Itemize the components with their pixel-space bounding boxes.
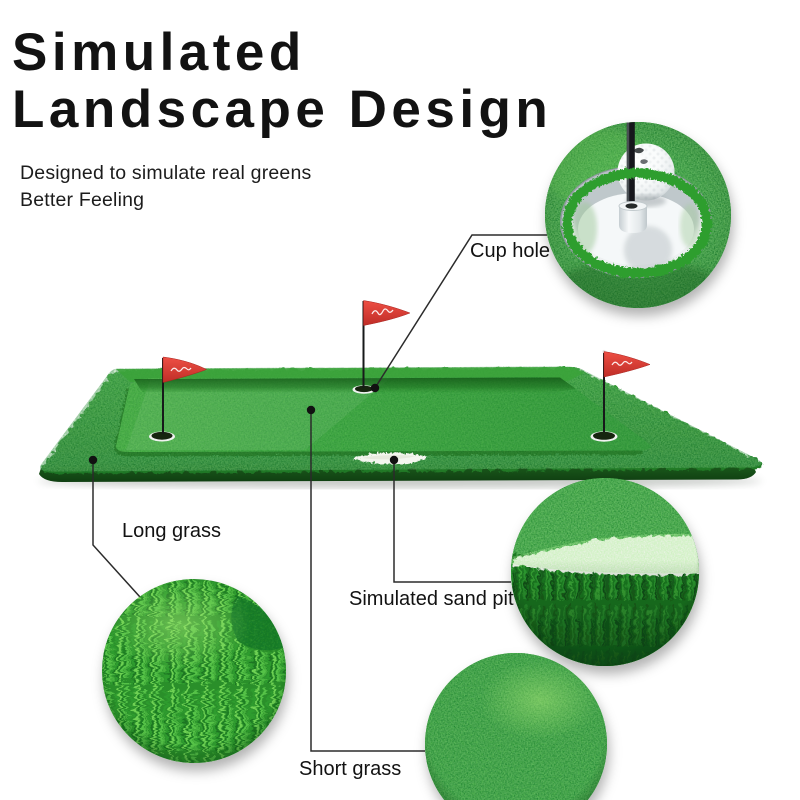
short-grass-inset-circle xyxy=(425,653,607,800)
short-grass-label: Short grass xyxy=(299,758,402,780)
subtitle-line-1: Designed to simulate real greens xyxy=(20,162,312,184)
flag-pennant xyxy=(363,300,411,326)
sand-pit-inset-circle xyxy=(511,478,699,666)
cup-hole-right xyxy=(590,431,618,442)
leader-dots xyxy=(88,383,399,465)
grass-reflection-right xyxy=(680,204,700,248)
page-title: Simulated Landscape Design xyxy=(12,24,552,138)
flag-left xyxy=(162,356,208,434)
cup-hole-inset-circle xyxy=(545,122,731,308)
flag-logo-icon xyxy=(611,360,633,366)
ball-marking xyxy=(640,159,648,164)
leader-lines xyxy=(92,234,547,752)
cup-hole-leader-line xyxy=(374,234,547,389)
pin-holder-hole xyxy=(625,203,638,209)
flag-center xyxy=(362,300,411,388)
vignette xyxy=(425,653,607,800)
flag-pennant xyxy=(603,351,651,378)
pin-pole xyxy=(626,122,635,208)
grass-fringe-overhang xyxy=(561,167,711,277)
short-grass-leader-line xyxy=(310,410,425,752)
long-grass-anchor-dot xyxy=(88,455,98,465)
putting-mat xyxy=(38,300,762,488)
title-line-2: Landscape Design xyxy=(12,80,553,139)
grass-shade xyxy=(550,260,726,308)
pin-pole-highlight xyxy=(626,122,630,208)
short-grass-anchor-dot xyxy=(306,405,316,415)
sand-pit-leader-line xyxy=(393,460,511,583)
vignette xyxy=(102,579,286,763)
long-grass-inset-circle xyxy=(102,579,286,763)
long-grass-leader-line xyxy=(92,460,141,598)
grass-reflection-left xyxy=(573,202,597,254)
subtitle-line-2: Better Feeling xyxy=(20,189,145,211)
sand-pit-shading xyxy=(362,455,416,460)
cup-hole-anchor-dot xyxy=(370,383,380,393)
flag-logo-icon xyxy=(170,366,192,372)
ball-reflection xyxy=(624,226,672,274)
pin-holder xyxy=(619,206,647,233)
surface-sheen xyxy=(126,378,390,450)
flag-right xyxy=(602,349,651,432)
flag-pennant xyxy=(162,356,208,383)
vignette xyxy=(511,478,699,666)
flag-logo-icon xyxy=(371,308,394,316)
cup-hole-label: Cup hole xyxy=(470,240,551,262)
title-line-1: Simulated xyxy=(12,23,306,82)
ball-marking xyxy=(634,147,644,154)
long-grass-label: Long grass xyxy=(122,520,221,542)
sand-pit-anchor-dot xyxy=(389,455,399,465)
sand-pit-label: Simulated sand pit xyxy=(349,588,514,610)
cup-hole-center xyxy=(352,385,376,394)
back-ridge-shadow xyxy=(134,377,576,393)
cup-hole-left xyxy=(149,431,175,442)
page-subtitle: Designed to simulate real greens Better … xyxy=(20,160,311,214)
